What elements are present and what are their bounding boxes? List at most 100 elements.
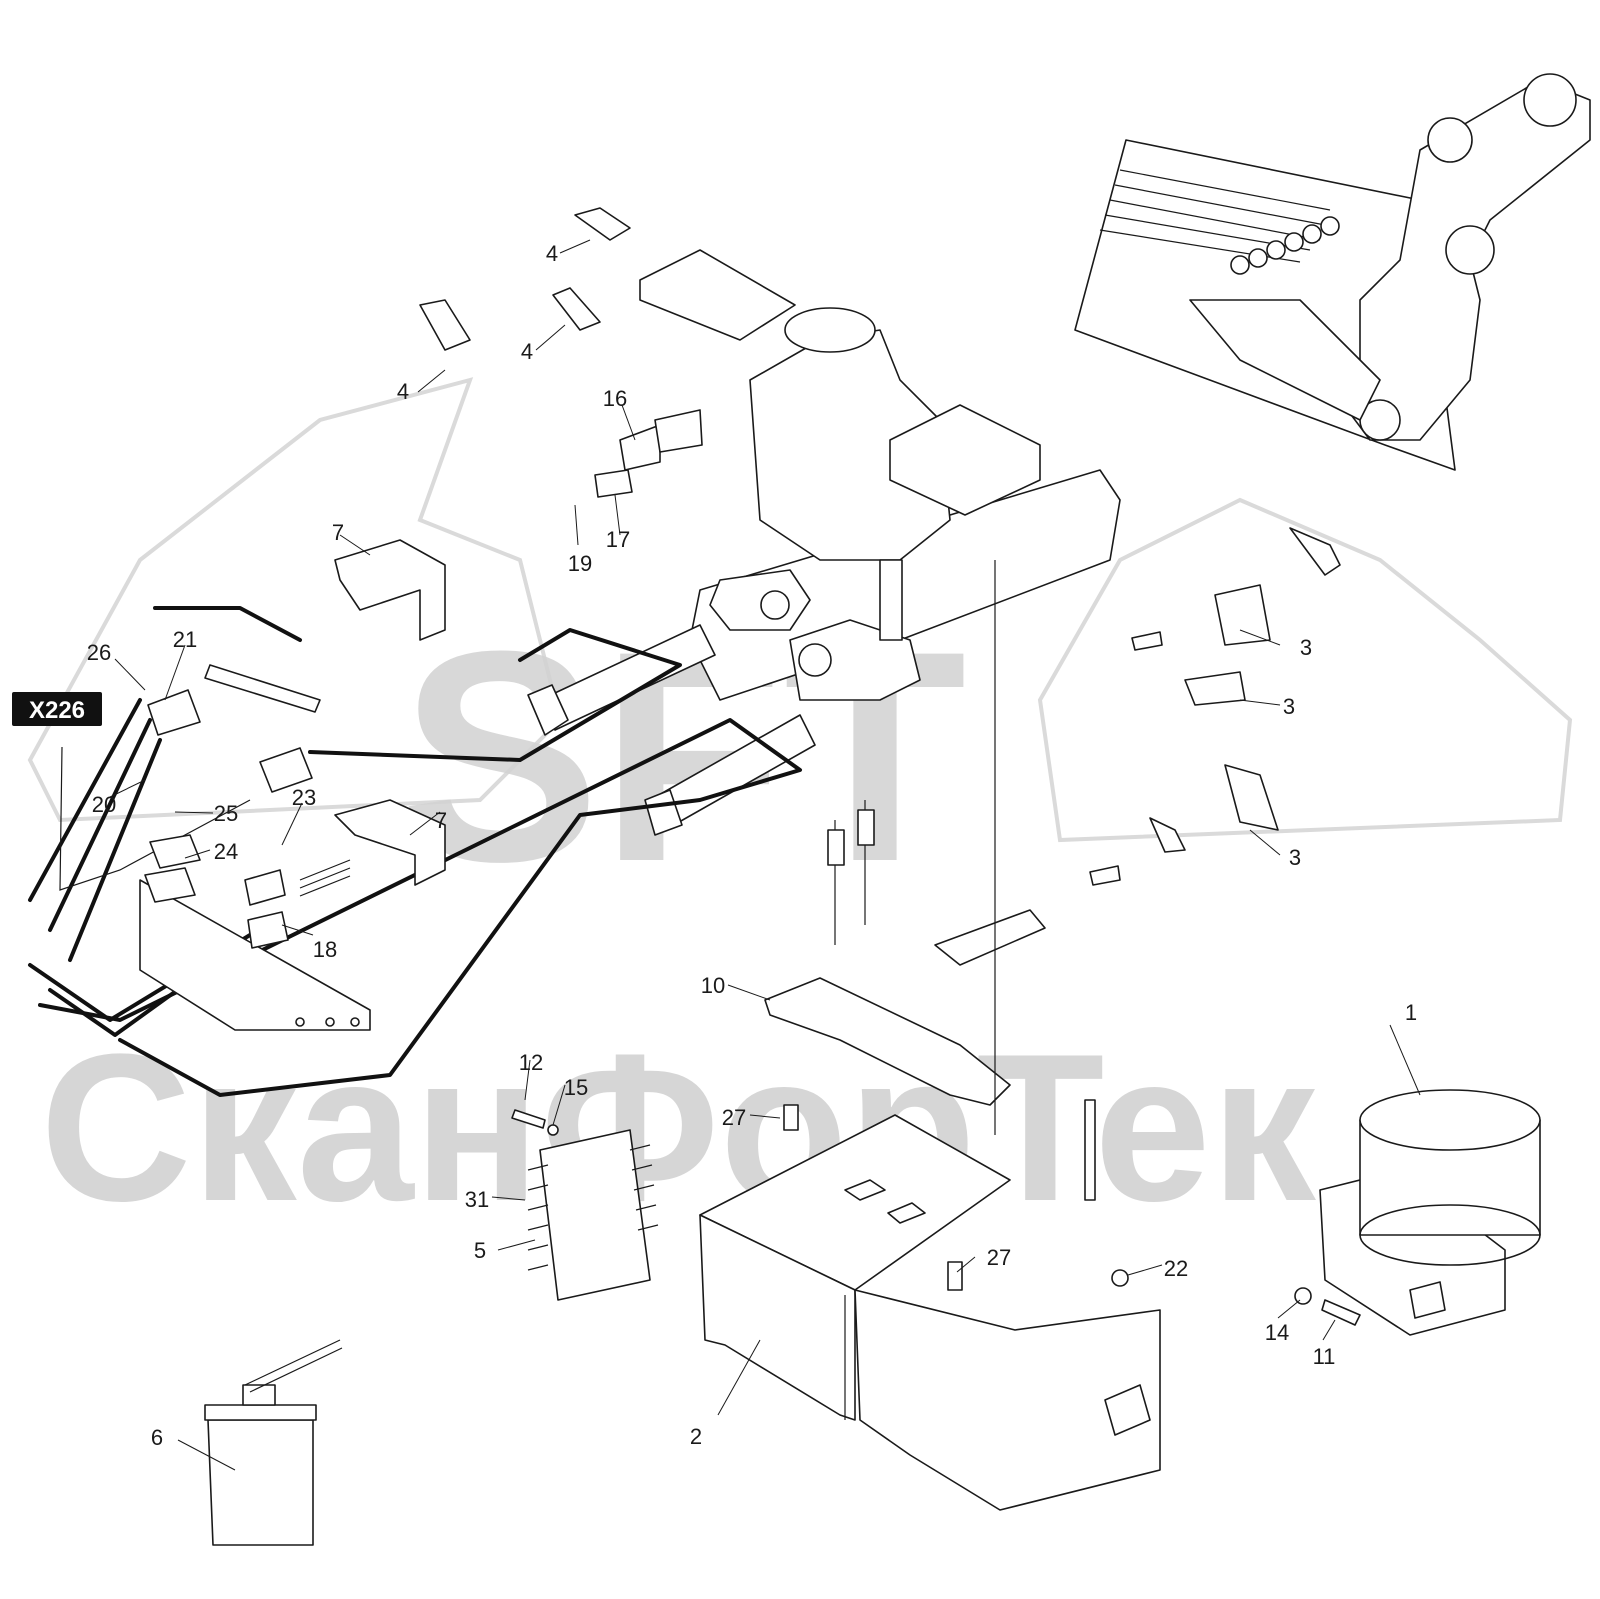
lynch-pin-22: [1111, 1269, 1129, 1287]
boom-pin-mid: [1445, 225, 1495, 275]
clamp-half-lower: [247, 911, 289, 949]
right-brackets: [1089, 527, 1341, 886]
callout-14: 14: [1265, 1320, 1289, 1345]
fitting-top-2: [857, 809, 875, 846]
frame-block-left: [639, 249, 796, 341]
washer-15: [547, 1124, 559, 1136]
frame-boom-foot: [709, 569, 811, 631]
leader-lines: [109, 239, 1421, 1471]
hand-pump-lever: [244, 1339, 343, 1393]
frame-pin-lower: [798, 643, 832, 677]
watermark-excavator-left-outline: [27, 377, 563, 823]
callout-7b: 7: [435, 808, 447, 833]
callout-7a: 7: [332, 520, 344, 545]
connector-tag-bg: [12, 692, 102, 726]
hose-3: [38, 718, 802, 1097]
bolt-right-2: [1089, 865, 1121, 886]
spiral-wrap: [299, 859, 351, 897]
callout-24: 24: [214, 839, 238, 864]
callout-12: 12: [519, 1050, 543, 1075]
boom-pin-mid-top: [1427, 117, 1473, 163]
clamp-21b: [259, 747, 313, 793]
box-slot-1: [844, 1179, 886, 1201]
callout-10: 10: [701, 973, 725, 998]
connector-tag-x226: X226: [12, 692, 102, 726]
callout-23: 23: [292, 785, 316, 810]
callout-11: 11: [1313, 1344, 1336, 1369]
watermark-company: СканФорТек: [40, 1010, 1317, 1245]
cylinder-rod-end-upper: [527, 684, 569, 736]
bolt-27: [783, 1104, 799, 1131]
boom-hose-fittings: [1230, 216, 1340, 275]
frame-vertical-cylinder: [879, 559, 903, 641]
callout-4a: 4: [546, 241, 558, 266]
hose-1: [153, 606, 302, 642]
hose-bundle-x226: [59, 746, 251, 891]
bracket-3b: [1184, 671, 1246, 706]
callout-31: 31: [465, 1187, 489, 1212]
frame-swing-bearing: [784, 307, 876, 353]
box-lid: [854, 1289, 1161, 1511]
bracket-4b: [552, 287, 601, 331]
callout-3c: 3: [1289, 845, 1301, 870]
grease-fitting-right-bottom: [1149, 817, 1186, 853]
protective-box: [699, 1104, 1161, 1511]
grease-fitting-right-top: [1289, 527, 1341, 576]
hose-4: [28, 698, 162, 962]
watermark-excavator-right-outline: [1037, 497, 1573, 843]
pump-bracket-16: [619, 424, 661, 471]
boom-underside: [1189, 299, 1381, 421]
bolt-11: [1321, 1299, 1361, 1326]
bolt-27b: [947, 1261, 963, 1291]
callout-18: 18: [313, 937, 337, 962]
callout-4b: 4: [521, 339, 533, 364]
boom-inset: [1074, 73, 1591, 471]
distributor-body: [539, 1129, 651, 1301]
shim-17: [594, 469, 633, 498]
hand-pump-body: [207, 1419, 314, 1546]
wedge-plate: [934, 909, 1046, 966]
pump-connector: [1409, 1281, 1446, 1319]
clamp-plate-18: [139, 879, 371, 1031]
callout-1: 1: [1405, 1000, 1417, 1025]
clamp-half-upper: [244, 869, 286, 906]
long-bolt: [1084, 1099, 1096, 1201]
frame-pin-left: [760, 590, 790, 620]
callout-19: 19: [568, 551, 592, 576]
clamp-24b: [144, 867, 196, 903]
callout-4c: 4: [397, 379, 409, 404]
box-latch: [1104, 1384, 1151, 1436]
callout-2: 2: [690, 1424, 702, 1449]
bracket-3c: [1224, 764, 1279, 831]
bolt-12: [511, 1109, 546, 1129]
callout-20: 20: [92, 792, 116, 817]
callout-6: 6: [151, 1425, 163, 1450]
clamp-21: [147, 689, 201, 736]
spring-strip: [204, 664, 321, 713]
callout-27b: 27: [987, 1245, 1011, 1270]
distributor-block: [511, 1109, 659, 1301]
bracket-4c: [419, 299, 471, 351]
center-parts: [764, 560, 1096, 1201]
callout-17: 17: [606, 527, 630, 552]
fitting-top-1: [827, 829, 845, 866]
callout-26: 26: [87, 640, 111, 665]
hand-pump-lid: [204, 1404, 317, 1421]
bolt-right-1: [1131, 631, 1163, 651]
pump-reservoir-bottom-curve: [1359, 1204, 1541, 1266]
callout-27a: 27: [722, 1105, 746, 1130]
connector-tag-label: X226: [29, 697, 85, 724]
cylinder-rod-end-lower: [644, 789, 683, 836]
grease-hoses: [28, 606, 802, 1097]
cover-7-upper: [334, 539, 446, 641]
mounting-plate-10: [764, 977, 1011, 1106]
callout-labels: 1 2 3 3 3 4 4 4 5 6 7 7 10 11 12 14 15 1…: [87, 241, 1417, 1450]
callout-5: 5: [474, 1238, 486, 1263]
callout-25: 25: [214, 801, 238, 826]
bracket-3a: [1214, 584, 1271, 646]
clamp-24: [149, 834, 201, 869]
box-slot-2: [887, 1202, 926, 1224]
callout-21: 21: [173, 627, 197, 652]
washer-14: [1294, 1287, 1312, 1305]
distributor-outlets: [527, 1144, 659, 1271]
